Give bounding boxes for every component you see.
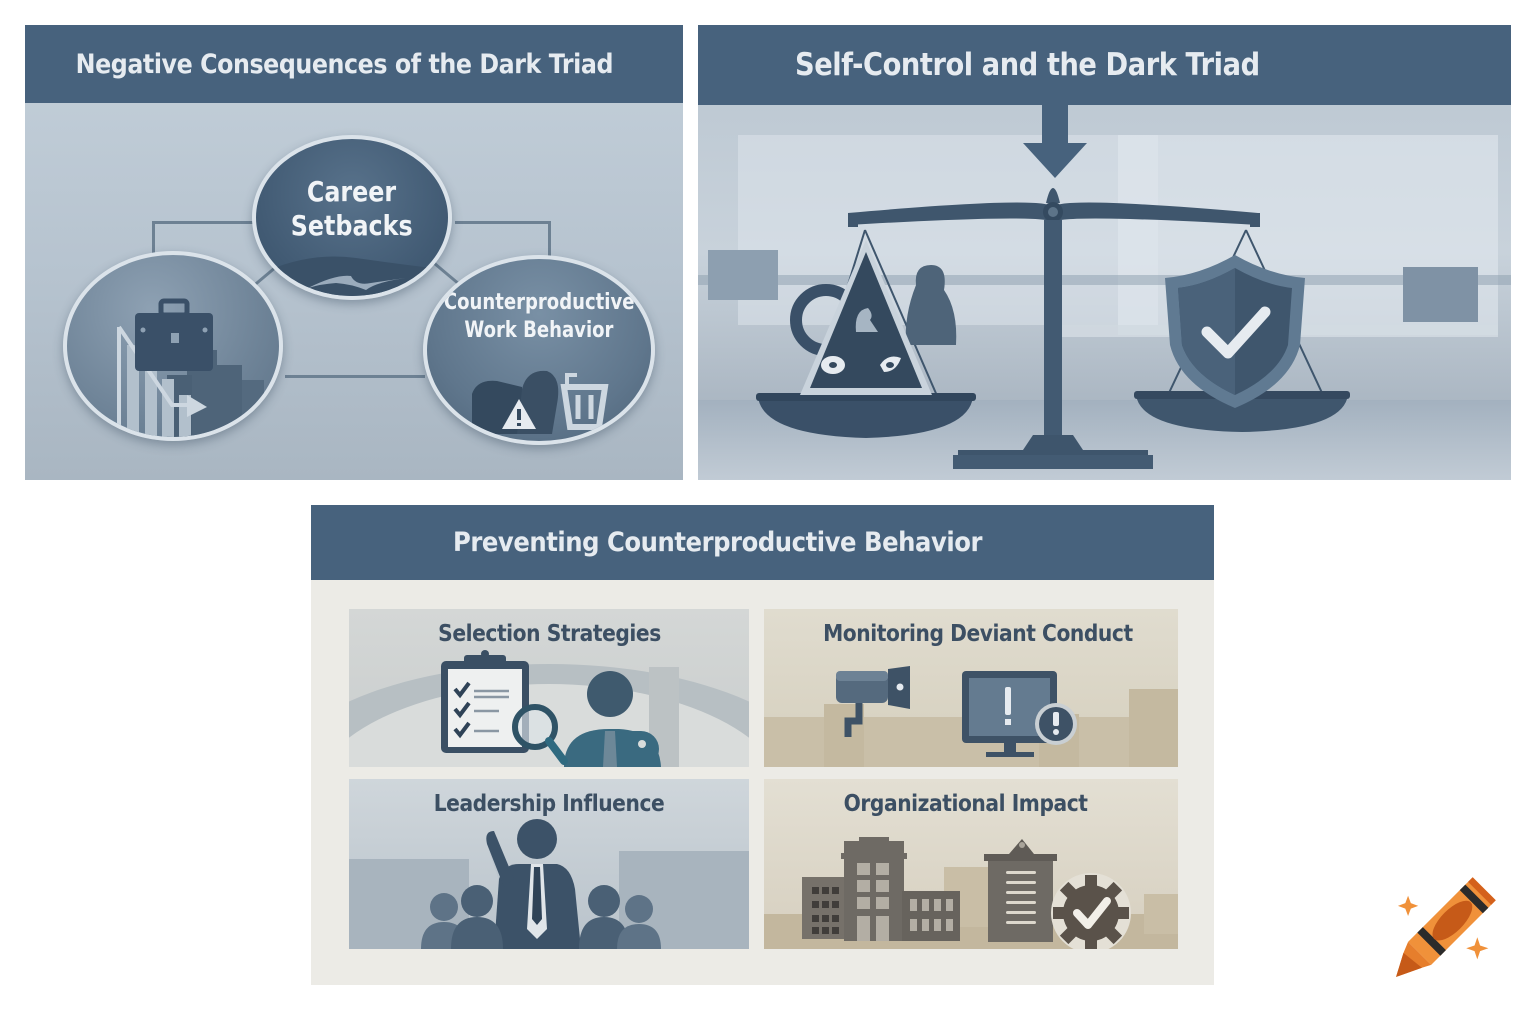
connector-line <box>285 375 425 378</box>
panel-title: Negative Consequences of the Dark Triad <box>75 48 613 80</box>
connector-line <box>152 221 262 224</box>
background-desk <box>698 275 1511 285</box>
card-selection-strategies: Selection Strategies <box>349 609 749 767</box>
shield-check-icon <box>1165 255 1305 408</box>
node-label: Counterproductive <box>443 290 635 315</box>
panel-header: Self-Control and the Dark Triad <box>698 25 1511 105</box>
declining-chart-briefcase-icon <box>117 298 264 437</box>
clipboard-magnifier-person-icon <box>441 650 661 767</box>
panel-title: Self-Control and the Dark Triad <box>795 47 1260 83</box>
node-counterproductive-work-behavior: Counterproductive Work Behavior <box>423 255 655 445</box>
node-career-setbacks: Career Setbacks <box>252 135 452 300</box>
background-monitor <box>708 250 778 300</box>
connector-line <box>548 221 551 257</box>
panel-self-control: Self-Control and the Dark Triad <box>698 25 1511 480</box>
card-title: Organizational Impact <box>844 791 1088 817</box>
connector-line <box>455 221 551 224</box>
card-title: Selection Strategies <box>437 621 661 647</box>
crayon-logo-icon <box>1396 877 1496 977</box>
connector-line <box>152 221 155 257</box>
card-monitoring-deviant-conduct: Monitoring Deviant Conduct <box>764 609 1178 767</box>
card-bg-building <box>1129 689 1178 767</box>
leader-group-icon <box>421 819 661 949</box>
card-title: Monitoring Deviant Conduct <box>823 621 1133 647</box>
down-arrow-icon <box>1023 103 1087 178</box>
mountain-path-icon <box>256 256 448 296</box>
warning-trash-icon <box>472 370 609 434</box>
panel-negative-consequences: Negative Consequences of the Dark Triad … <box>25 25 683 480</box>
dark-triad-triangle-icon <box>790 240 957 395</box>
buildings-gear-check-icon <box>802 837 1131 949</box>
node-label: Work Behavior <box>464 318 614 343</box>
node-label: Setbacks <box>291 208 413 242</box>
camera-monitor-alert-icon <box>836 666 1077 757</box>
card-leadership-influence: Leadership Influence <box>349 779 749 949</box>
panel-header: Negative Consequences of the Dark Triad <box>25 25 683 103</box>
panel-title: Preventing Counterproductive Behavior <box>453 527 983 558</box>
card-title: Leadership Influence <box>433 791 665 817</box>
card-bg-building <box>1144 894 1178 934</box>
node-label: Career <box>307 174 397 208</box>
card-organizational-impact: Organizational Impact <box>764 779 1178 949</box>
panel-preventing-behavior: Preventing Counterproductive Behavior Se… <box>311 505 1214 985</box>
background-monitor <box>1403 267 1478 322</box>
panel-header: Preventing Counterproductive Behavior <box>311 505 1214 580</box>
node-performance-decline <box>63 251 283 441</box>
